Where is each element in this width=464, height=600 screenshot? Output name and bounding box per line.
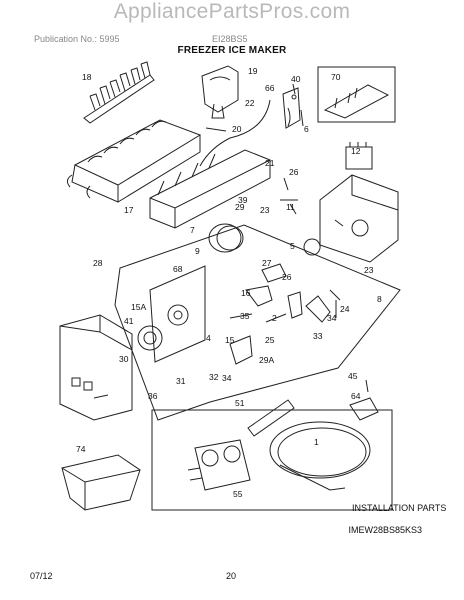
model-number: IMEW28BS85KS3 xyxy=(348,525,422,535)
callout-34: 34 xyxy=(222,373,232,383)
callout-25: 25 xyxy=(265,335,275,345)
model-series: EI28BS5 xyxy=(212,34,248,44)
part-45-screw xyxy=(365,379,369,393)
part-8-lever xyxy=(245,285,273,307)
callout-6: 6 xyxy=(304,124,309,134)
callout-22: 22 xyxy=(245,98,255,108)
callout-29a: 29A xyxy=(259,355,274,365)
callout-16: 16 xyxy=(241,288,251,298)
callout-27: 27 xyxy=(262,258,272,268)
part-24-arm xyxy=(305,295,331,323)
part-74-ice-bucket xyxy=(61,454,141,511)
part-70-inset xyxy=(317,66,396,123)
part-7-motor xyxy=(208,223,244,253)
callout-19: 19 xyxy=(248,66,258,76)
part-16-housing xyxy=(319,142,399,263)
callout-20: 20 xyxy=(232,124,242,134)
part-6-screw xyxy=(300,109,304,127)
callout-41: 41 xyxy=(124,316,134,326)
callout-30: 30 xyxy=(119,354,129,364)
callout-45: 45 xyxy=(348,371,358,381)
footer-page-number: 20 xyxy=(226,571,237,581)
callout-32: 32 xyxy=(209,372,219,382)
callout-33: 33 xyxy=(313,331,323,341)
part-66-bracket xyxy=(282,87,301,129)
part-5-plate xyxy=(149,265,206,363)
callout-15a: 15A xyxy=(131,302,146,312)
watermark-text: AppliancePartsPros.com xyxy=(113,0,351,23)
callout-28: 28 xyxy=(93,258,103,268)
callout-23: 23 xyxy=(364,265,374,275)
part-41-arm xyxy=(329,289,341,318)
callout-29: 29 xyxy=(235,202,245,212)
callout-36: 36 xyxy=(148,391,158,401)
part-51-fill-tube xyxy=(247,399,295,437)
page-title: FREEZER ICE MAKER xyxy=(177,45,287,56)
callout-74: 74 xyxy=(76,444,86,454)
callout-17: 17 xyxy=(124,205,134,215)
callout-24: 24 xyxy=(340,304,350,314)
part-22-wire xyxy=(199,99,271,167)
callout-39: 39 xyxy=(238,195,248,205)
installation-box xyxy=(151,409,393,511)
part-64-clamp xyxy=(349,397,379,421)
callout-70: 70 xyxy=(331,72,341,82)
callout-26: 26 xyxy=(289,167,299,177)
callout-11: 11 xyxy=(286,202,295,212)
callout-21: 21 xyxy=(265,158,275,168)
footer-date: 07/12 xyxy=(30,571,53,581)
part-19-fill-cup xyxy=(201,65,239,119)
part-15a-bracket xyxy=(287,291,303,319)
part-17-ice-mold xyxy=(66,119,202,203)
callout-40: 40 xyxy=(291,74,301,84)
callout-2: 2 xyxy=(272,313,277,323)
part-55-water-valve xyxy=(187,439,251,491)
callout-9: 9 xyxy=(195,246,200,256)
part-26-clip xyxy=(280,177,298,215)
part-27-switch xyxy=(303,238,321,256)
callout-8: 8 xyxy=(377,294,382,304)
part-20-screw xyxy=(205,127,227,132)
callout-26: 26 xyxy=(282,272,292,282)
callout-5: 5 xyxy=(290,241,295,251)
callout-18: 18 xyxy=(82,72,92,82)
callout-12: 12 xyxy=(351,146,361,156)
callout-55: 55 xyxy=(233,489,243,499)
callout-35: 35 xyxy=(240,311,250,321)
callout-51: 51 xyxy=(235,398,245,408)
part-40-screw xyxy=(292,83,296,95)
callout-7: 7 xyxy=(190,225,195,235)
part-15-bracket xyxy=(229,335,253,365)
callout-23: 23 xyxy=(260,205,270,215)
part-18-ejector xyxy=(83,61,155,124)
part-35-gear xyxy=(137,325,163,351)
part-30-screw xyxy=(229,313,253,319)
callout-15: 15 xyxy=(225,335,235,345)
part-1-tubing xyxy=(269,421,371,491)
part-9-thermostat xyxy=(261,263,287,283)
callout-66: 66 xyxy=(265,83,275,93)
callout-64: 64 xyxy=(351,391,361,401)
part-21-cover xyxy=(149,149,271,229)
callout-68: 68 xyxy=(173,264,183,274)
part-36-cover xyxy=(59,314,133,421)
callout-4: 4 xyxy=(206,333,211,343)
part-29a-spring xyxy=(265,313,287,323)
callout-34: 34 xyxy=(327,313,337,323)
publication-number: Publication No.: 5995 xyxy=(34,34,120,44)
callout-1: 1 xyxy=(314,437,319,447)
callout-31: 31 xyxy=(176,376,186,386)
part-68-outline xyxy=(114,224,401,421)
installation-parts-label: INSTALLATION PARTS xyxy=(352,503,447,513)
